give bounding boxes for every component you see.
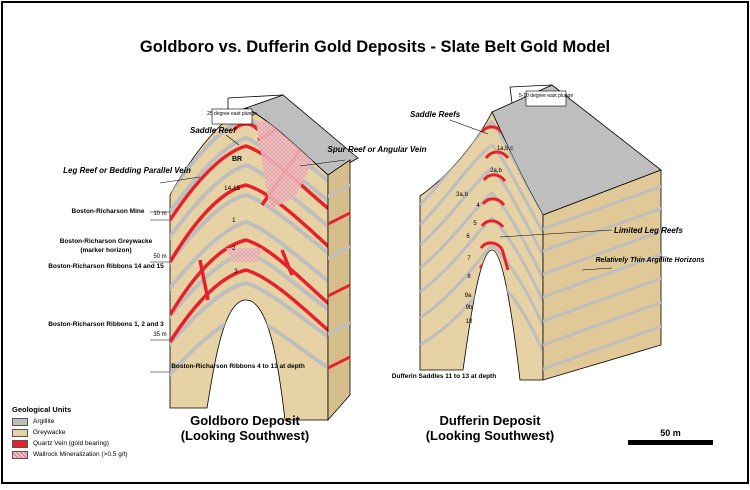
quartz-swatch — [12, 439, 28, 448]
page-title: Goldboro vs. Dufferin Gold Deposits - Sl… — [139, 38, 611, 56]
legend-label-argillite: Argillite — [33, 418, 55, 425]
goldboro-label-2: 2 — [232, 245, 236, 252]
dufferin-reef-1: 1a,b,c — [497, 146, 513, 152]
legend-heading: Geological Units — [12, 405, 72, 414]
dufferin-reef-9a: 9a — [465, 293, 472, 299]
scale-bar-line — [628, 440, 713, 445]
goldboro-label-1: 1 — [232, 217, 236, 224]
dufferin-reef-4: 4 — [476, 203, 480, 209]
goldboro-ribbons-1-3-label: Boston-Richarson Ribbons 1, 2 and 3 — [48, 321, 164, 328]
goldboro-leg-reef-label: Leg Reef or Bedding Parallel Vein — [63, 166, 191, 175]
goldboro-label-14-15: 14,15 — [224, 185, 241, 192]
dufferin-reef-9b: 9b — [466, 305, 473, 311]
legend-item-wallrock: Wallrock Mineralization (>0.5 g/t) — [12, 449, 202, 460]
goldboro-title-line1: Goldboro Deposit — [190, 413, 300, 428]
dufferin-title-line1: Dufferin Deposit — [439, 413, 541, 428]
scale-bar: 50 m — [628, 428, 713, 445]
legend-item-argillite: Argillite — [12, 416, 202, 427]
dufferin-reef-7: 7 — [467, 256, 471, 262]
dufferin-saddle-reefs-label: Saddle Reefs — [410, 110, 461, 119]
goldboro-marker-label: (marker horizon) — [80, 247, 131, 254]
goldboro-greywacke-label: Boston-Richarson Greywacke — [60, 238, 153, 245]
goldboro-depth-35: 35 m — [153, 332, 166, 338]
goldboro-label-3: 3 — [234, 268, 238, 275]
legend: Geological Units Argillite Greywacke Qua… — [12, 405, 202, 460]
goldboro-label-br: BR — [232, 156, 242, 163]
goldboro-plunge-label: 25 degree east plunge — [207, 111, 257, 117]
goldboro-title-line2: (Looking Southwest) — [180, 428, 310, 443]
legend-item-greywacke: Greywacke — [12, 427, 202, 438]
legend-item-quartz: Quartz Vein (gold bearing) — [12, 438, 202, 449]
goldboro-block: 25 degree east plunge BR 14,15 1 2 3 Sad… — [48, 94, 427, 422]
dufferin-reef-8: 8 — [467, 274, 471, 280]
legend-label-greywacke: Greywacke — [33, 429, 66, 436]
dufferin-limited-leg-label: Limited Leg Reefs — [614, 226, 683, 235]
dufferin-reef-5: 5 — [473, 221, 477, 227]
dufferin-plunge-label: 5-10 degree east plunge — [519, 93, 573, 99]
wallrock-swatch — [12, 450, 28, 459]
argillite-swatch — [12, 417, 28, 426]
dufferin-title: Dufferin Deposit (Looking Southwest) — [400, 413, 580, 443]
goldboro-saddle-reef-label: Saddle Reef — [190, 126, 237, 135]
scale-label: 50 m — [660, 428, 681, 438]
dufferin-thin-argillite-label: Relatively Thin Argillite Horizons — [595, 257, 704, 264]
goldboro-spur-reef-label: Spur Reef or Angular Vein — [328, 145, 427, 154]
dufferin-title-line2: (Looking Southwest) — [425, 428, 555, 443]
dufferin-reef-numbers: 1a,b,c 2a,b 3a,b 4 5 6 7 8 9a 9b 10 — [456, 146, 513, 325]
goldboro-ribbons-14-15-label: Boston-Richarson Ribbons 14 and 15 — [48, 263, 164, 270]
dufferin-reef-6: 6 — [466, 234, 470, 240]
dufferin-reef-10: 10 — [466, 319, 473, 325]
greywacke-swatch — [12, 428, 28, 437]
dufferin-saddles-depth-label: Dufferin Saddles 11 to 13 at depth — [392, 373, 496, 380]
goldboro-mine-label: Boston-Richarson Mine — [72, 208, 145, 215]
dufferin-block: 5-10 degree east plunge 1a,b,c 2a,b 3a,b… — [392, 84, 705, 381]
goldboro-ribbons-depth-label: Boston-Richarson Ribbons 4 to 13 at dept… — [171, 363, 305, 370]
legend-label-wallrock: Wallrock Mineralization (>0.5 g/t) — [33, 451, 128, 458]
goldboro-title: Goldboro Deposit (Looking Southwest) — [155, 413, 335, 443]
goldboro-depth-50: 50 m — [153, 254, 166, 260]
dufferin-reef-2: 2a,b — [490, 168, 502, 174]
dufferin-reef-3: 3a,b — [456, 192, 468, 198]
legend-label-quartz: Quartz Vein (gold bearing) — [33, 440, 109, 447]
goldboro-depth-10: 10 m — [153, 211, 166, 217]
